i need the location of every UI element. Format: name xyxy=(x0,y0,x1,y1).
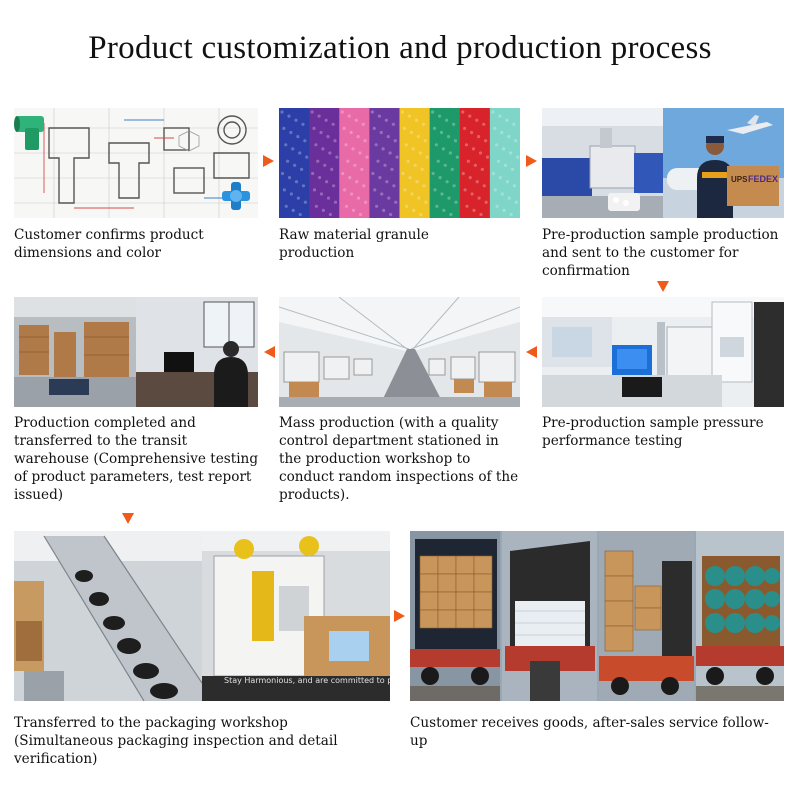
step-1-caption: Customer confirms product dimensions and… xyxy=(14,227,204,261)
step-3-caption: Pre-production sample production and sen… xyxy=(542,227,779,279)
arrow-right-icon xyxy=(526,155,537,167)
step-2-caption: Raw material granule production xyxy=(279,227,429,261)
ups-label: UPS xyxy=(731,175,748,184)
watermark-text: Stay Harmonious, and are committed to pr… xyxy=(224,676,390,685)
step-5-image xyxy=(279,297,520,407)
step-2-image xyxy=(279,108,520,218)
arrow-left-icon xyxy=(264,346,275,358)
step-8-image xyxy=(410,531,784,701)
step-7-caption: Transferred to the packaging workshop (S… xyxy=(14,715,338,767)
step-3-image: UPS FEDEX xyxy=(542,108,784,218)
step-6-image xyxy=(14,297,258,407)
step-7-image: Stay Harmonious, and are committed to pr… xyxy=(14,531,390,701)
arrow-down-icon xyxy=(122,513,134,524)
step-5-caption: Mass production (with a quality control … xyxy=(279,415,519,503)
fedex-label: FEDEX xyxy=(748,174,778,184)
step-4-caption: Pre-production sample pressure performan… xyxy=(542,415,764,449)
arrow-right-icon xyxy=(263,155,274,167)
arrow-down-icon xyxy=(657,281,669,292)
step-6-caption: Production completed and transferred to … xyxy=(14,415,259,503)
step-4-image xyxy=(542,297,784,407)
step-8-caption: Customer receives goods, after-sales ser… xyxy=(410,715,769,749)
step-1-image xyxy=(14,108,258,218)
arrow-left-icon xyxy=(526,346,537,358)
arrow-right-icon xyxy=(394,610,405,622)
page-title: Product customization and production pro… xyxy=(88,30,712,66)
